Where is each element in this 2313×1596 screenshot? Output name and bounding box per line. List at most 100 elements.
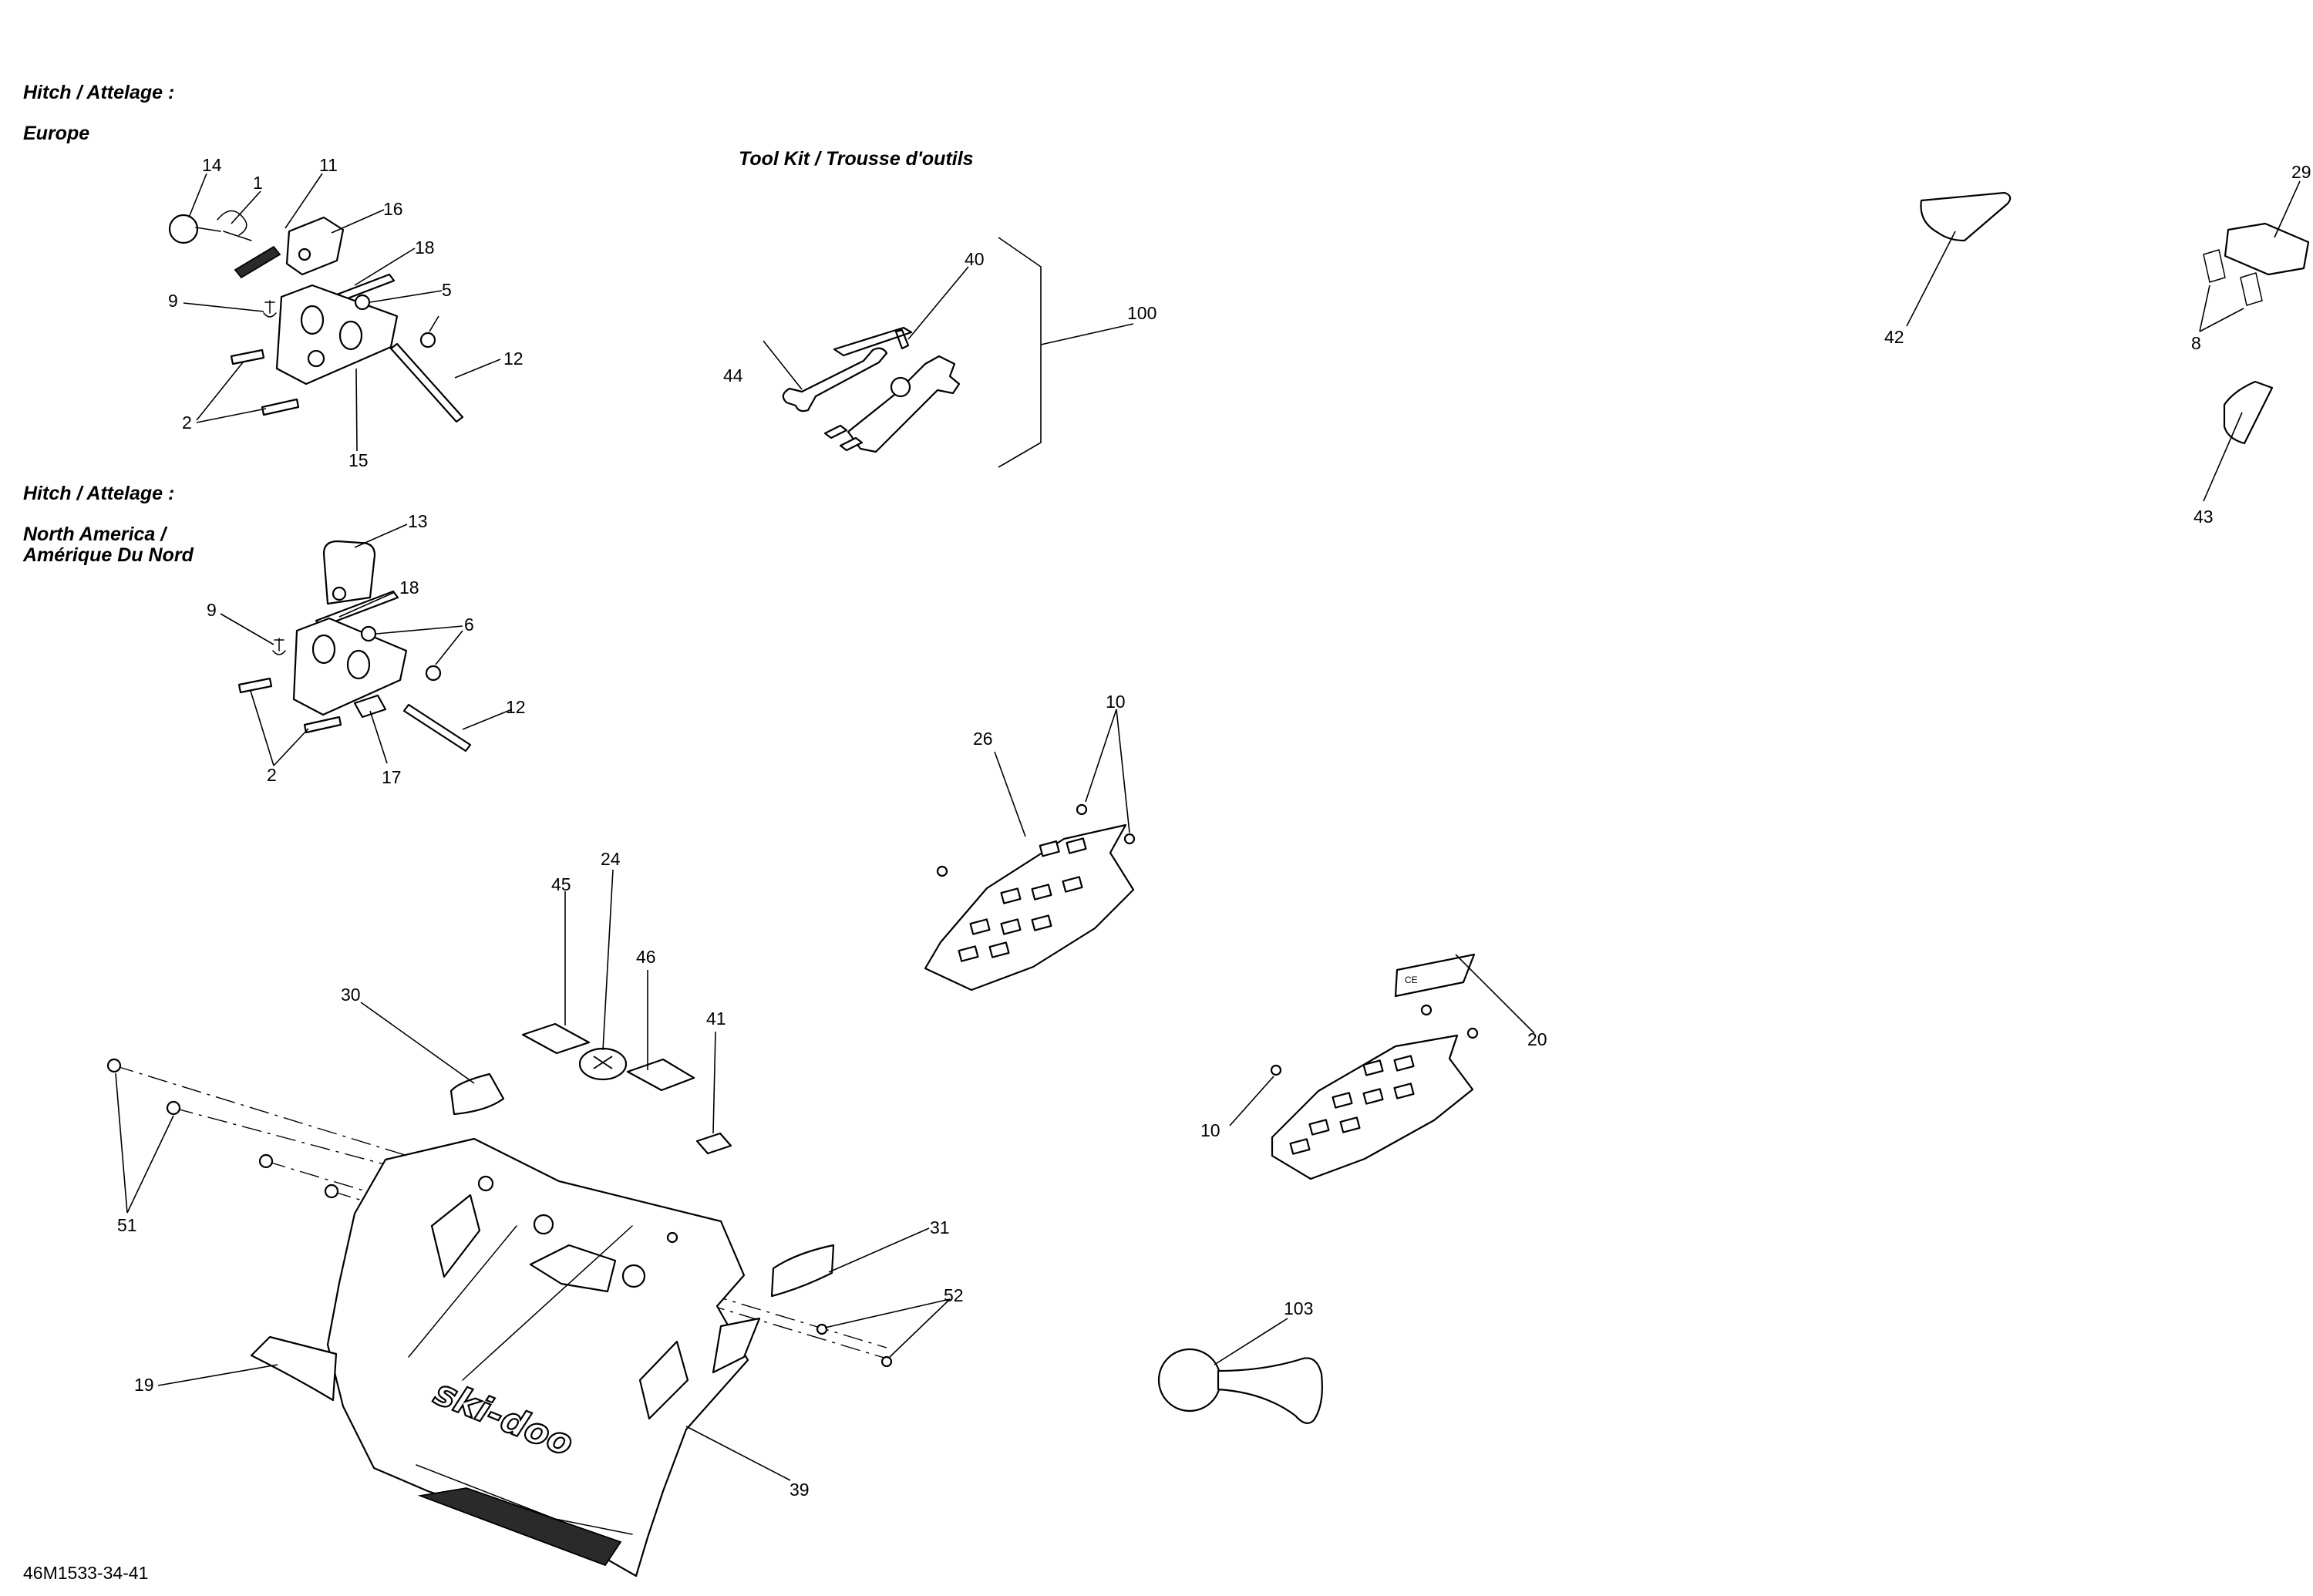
footrest-20-slots [1289,1055,1415,1155]
callout-52: 52 [944,1285,964,1305]
hitch-na-title: Hitch / Attelage : [23,483,174,504]
spring-clip [217,210,252,241]
callout-2-na: 2 [267,765,277,785]
callout-46: 46 [636,947,656,967]
callout-18-na: 18 [399,577,419,598]
hitch-pin-knob [168,214,199,244]
footrest-20 [1271,1034,1474,1180]
clip-8-a [2203,249,2226,283]
bracket-hole-na [332,586,347,601]
nut-na [360,625,377,642]
horn-trumpet [1217,1357,1323,1424]
fastener-51-4 [324,1184,339,1199]
hitch-europe-region: Europe [23,123,89,144]
horn-assembly: 103 [1157,1298,1323,1424]
bracket-29 [2224,222,2310,276]
long-bolt-na [402,703,472,753]
long-bolt [389,342,464,423]
hex-key [833,326,913,357]
callout-43: 43 [2193,507,2214,527]
anchor-icon [263,300,277,318]
decal-19 [250,1335,338,1402]
spark-plug-tool-hole [890,376,911,398]
hitch-body-na-roller-1 [311,634,336,665]
fairing-hole-2 [533,1214,554,1235]
screw-20 [1466,1027,1479,1039]
hitch-bracket [285,216,345,276]
callout-9: 9 [168,291,178,311]
hitch-body-roller-2 [338,320,363,351]
callout-10b: 10 [1200,1120,1220,1140]
nut-20 [1420,1004,1433,1016]
decal-46 [626,1058,695,1092]
callout-26: 26 [973,729,993,749]
callout-12: 12 [503,348,524,369]
decal-31 [770,1244,835,1298]
callout-45: 45 [551,874,571,894]
callout-31: 31 [930,1217,950,1237]
screw-10a-2 [1123,833,1136,845]
hitch-europe-assembly: 14 1 11 16 18 9 5 12 2 15 [168,155,524,470]
label-20 [1394,953,1476,998]
footrest-26 [924,823,1135,992]
callout-14: 14 [202,155,222,175]
hitch-bracket-na [322,540,376,605]
anchor-icon-na [272,638,286,655]
callout-103: 103 [1284,1298,1313,1318]
front-fairing [326,1137,749,1577]
short-bolt-1 [230,348,265,365]
callout-29: 29 [2291,162,2311,182]
decal-45 [521,1022,591,1055]
fairing-hole-3 [621,1264,646,1288]
fastener-52-1 [816,1323,828,1335]
fastener-51-3 [258,1153,274,1169]
callout-30: 30 [341,985,361,1005]
footrest-26-assembly: 10 26 [924,692,1136,992]
front-fairing-assembly: ski-doo 51 31 52 19 39 [106,1058,964,1577]
fairing-hole-4 [666,1231,678,1244]
tool-kit-assembly: 40 100 44 [723,237,1156,468]
right-decals: 42 29 8 43 [1884,162,2311,527]
callout-2: 2 [182,412,192,433]
fastener-51-1 [106,1058,122,1073]
screw-10b [1270,1064,1282,1076]
callout-42: 42 [1884,327,1904,347]
footrest-20-assembly: CE 20 10 [1200,953,1547,1180]
footrest-26-slots [958,837,1087,962]
decal-42 [1920,191,2012,242]
callout-11: 11 [319,155,338,175]
callout-24: 24 [601,849,621,869]
badge-24 [578,1047,628,1081]
fairing-vent-left [430,1194,481,1278]
screw-26-side [936,865,948,877]
screw-10a-1 [1076,803,1088,816]
callout-17-na: 17 [382,767,402,787]
fastener-51-2 [166,1100,181,1116]
badge-24-mark [593,1056,613,1069]
nut [354,294,371,311]
hitch-hook [353,694,387,719]
horn-disc [1157,1348,1222,1412]
callout-39: 39 [790,1480,810,1500]
callout-20: 20 [1527,1029,1547,1049]
washer-na [425,665,442,682]
fairing-side-panel [712,1317,761,1374]
callout-16: 16 [383,199,403,219]
decal-30 [449,1072,505,1116]
decal-43 [2223,380,2274,445]
open-end-wrench [782,347,888,412]
short-bolt-2 [261,398,300,416]
washer [419,332,436,348]
hitch-body-roller-1 [300,305,325,335]
callout-13-na: 13 [408,511,428,531]
fastener-52-2 [880,1355,893,1368]
callout-12-na: 12 [506,697,526,717]
callout-10a: 10 [1106,692,1126,712]
spark-plug-tool [847,355,961,453]
chain [234,245,281,279]
callout-1: 1 [253,173,263,193]
hitch-body-na-roller-2 [346,649,371,680]
center-decals: 45 24 46 30 41 [341,849,732,1155]
hitch-pin-shaft [195,227,221,232]
